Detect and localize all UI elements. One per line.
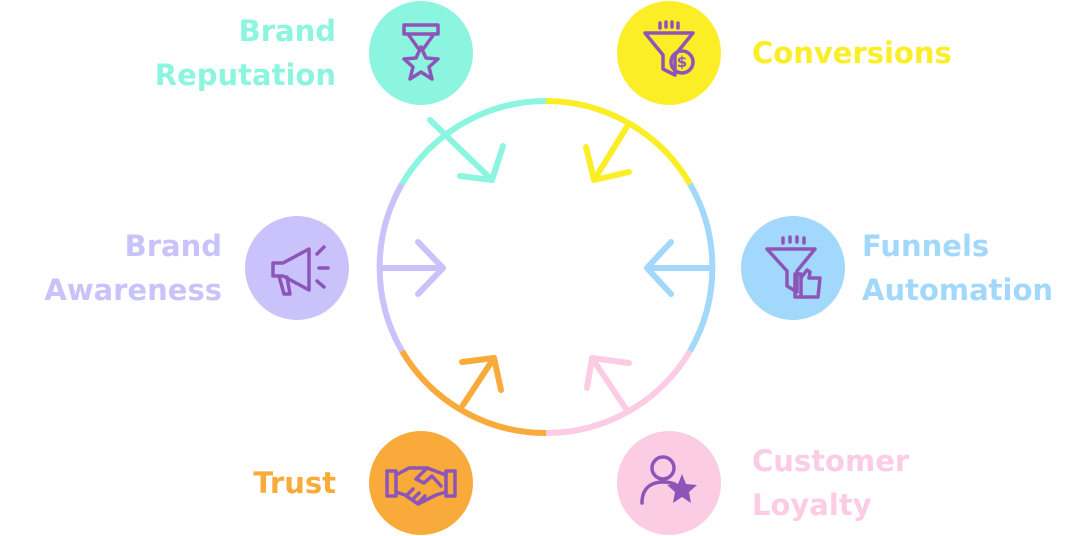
circle-brand-awareness bbox=[245, 216, 349, 320]
ring-arc-teal bbox=[399, 98, 547, 186]
circle-conversions bbox=[617, 1, 721, 105]
user-star-icon bbox=[640, 455, 680, 505]
arrow-yellow bbox=[583, 122, 632, 183]
label-brand-reputation: Brand Reputation bbox=[100, 9, 336, 97]
label-funnels-automation: Funnels Automation bbox=[862, 224, 1084, 312]
funnel-dollar-icon bbox=[643, 20, 695, 77]
label-funnels-automation-line1: Funnels bbox=[862, 229, 990, 263]
label-conversions: Conversions bbox=[752, 31, 1072, 75]
dollar-glyph-icon: $ bbox=[677, 53, 687, 71]
arrow-teal bbox=[427, 117, 506, 183]
label-conversions-line1: Conversions bbox=[752, 36, 952, 70]
label-brand-reputation-line2: Reputation bbox=[154, 58, 336, 92]
medal-star-icon bbox=[402, 23, 440, 81]
label-brand-awareness-line2: Awareness bbox=[44, 273, 222, 307]
label-brand-reputation-line1: Brand bbox=[238, 14, 336, 48]
megaphone-icon bbox=[271, 245, 330, 296]
label-customer-loyalty: Customer Loyalty bbox=[752, 439, 1072, 527]
arrow-pink bbox=[584, 355, 632, 415]
funnel-thumbs-up-icon bbox=[765, 235, 822, 299]
handshake-icon bbox=[385, 466, 457, 506]
circle-funnels-automation bbox=[741, 216, 845, 320]
arrow-lavender bbox=[377, 239, 446, 297]
label-funnels-automation-line2: Automation bbox=[862, 273, 1054, 307]
circle-brand-reputation bbox=[369, 1, 473, 105]
label-trust: Trust bbox=[150, 461, 336, 505]
label-customer-loyalty-line2: Loyalty bbox=[752, 488, 872, 522]
label-trust-line1: Trust bbox=[253, 466, 336, 500]
arrow-orange bbox=[459, 355, 504, 408]
label-brand-awareness-line1: Brand bbox=[124, 229, 222, 263]
label-brand-awareness: Brand Awareness bbox=[10, 224, 222, 312]
label-customer-loyalty-line1: Customer bbox=[752, 444, 910, 478]
arrow-blue bbox=[644, 239, 713, 297]
ring-arc-orange bbox=[399, 349, 547, 437]
user-star-badge-icon bbox=[667, 474, 697, 503]
